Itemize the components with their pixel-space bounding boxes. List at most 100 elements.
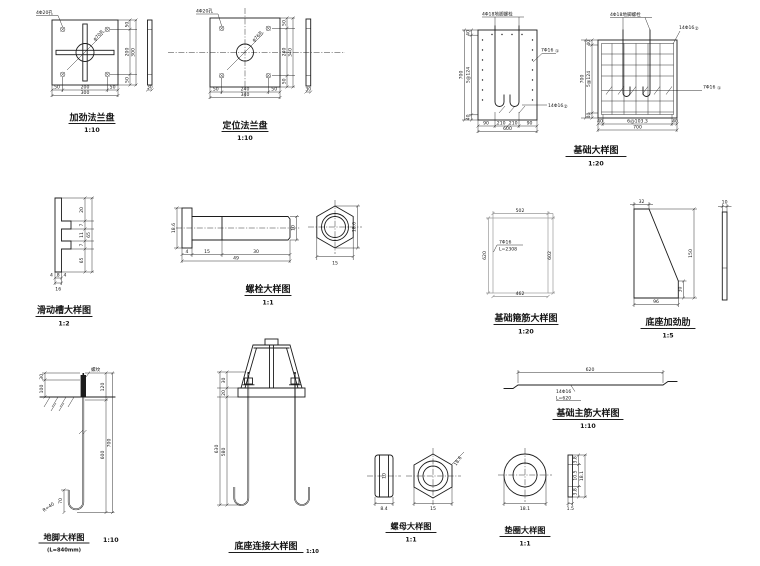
rib-side-view: 10 — [718, 200, 732, 301]
svg-text:5@124: 5@124 — [466, 67, 472, 83]
anchor-bolt-left — [622, 29, 631, 97]
svg-text:18.1: 18.1 — [579, 471, 585, 481]
thread-section — [80, 375, 86, 397]
drawing-bolt-detail: 18.6 4 15 30 49 10 15 18.6 螺栓大样图 1:1 — [171, 200, 362, 307]
anchor-rod-inner — [68, 375, 84, 510]
svg-text:20: 20 — [79, 207, 85, 213]
svg-text:5@124: 5@124 — [586, 71, 592, 87]
stirrup-label-no: ① — [717, 86, 721, 92]
main-bar-label: 14Φ16 — [679, 25, 694, 31]
svg-text:32: 32 — [639, 199, 645, 205]
svg-text:40: 40 — [586, 113, 592, 119]
svg-text:50: 50 — [54, 85, 60, 91]
svg-text:18.1: 18.1 — [520, 506, 530, 512]
main-bar-label-no: ② — [695, 26, 699, 32]
drawing-scale: 1:10 — [580, 423, 596, 430]
bottom-dim: 462 — [491, 291, 550, 299]
height-dim: 150 — [649, 207, 697, 300]
center-hole — [75, 43, 95, 62]
svg-text:15: 15 — [204, 249, 210, 255]
svg-text:210: 210 — [497, 121, 506, 127]
rebar-dots — [481, 33, 534, 101]
overall-height: 65 — [86, 232, 92, 238]
left-dim-chain: 30 100 — [39, 371, 80, 399]
connection-bolt-left-inner — [234, 374, 249, 506]
hook-dim: 70 R=40 — [42, 488, 69, 515]
main-bar-label-no: ② — [564, 104, 568, 110]
svg-text:700: 700 — [107, 439, 113, 448]
hook-radius: R=40 — [42, 501, 56, 513]
leader-line — [482, 16, 524, 26]
drawing-stiffened-flange: 4Φ20孔 φ70孔 50 200 50 300 50 200 50 300 3… — [36, 9, 154, 134]
svg-text:96: 96 — [653, 299, 659, 305]
rebar-cage-outline — [601, 43, 674, 115]
svg-text:600: 600 — [100, 451, 106, 460]
drawing-scale: 1:10 — [84, 127, 100, 134]
cross-rib-vertical — [82, 23, 88, 82]
center-hole-dia: φ76孔 — [250, 29, 265, 44]
diagonal-dim-line — [226, 33, 264, 71]
svg-text:30: 30 — [678, 287, 684, 293]
top-dim: 502 — [491, 208, 553, 218]
svg-text:620: 620 — [482, 251, 488, 260]
channel-profile — [54, 197, 72, 273]
left-dim-chain: 40 5@124 40 700 — [459, 28, 478, 122]
svg-text:40: 40 — [586, 40, 592, 46]
bar-length-label: L=620 — [556, 395, 571, 401]
connection-bolt-right-inner — [294, 374, 310, 506]
drawing-scale: 1:20 — [588, 161, 604, 168]
ground-hatch — [43, 396, 75, 412]
bolt-holes — [60, 26, 110, 77]
drawing-title: 基础箍筋大样图 — [493, 312, 557, 324]
drawing-washer-detail: 18.1 1.5 3.8 10.5 3.8 18.1 垫圈大样图 1:1 — [498, 448, 587, 548]
svg-text:90: 90 — [483, 121, 489, 127]
hole-count-label: 4Φ20孔 — [196, 8, 213, 15]
leader-line — [556, 385, 581, 401]
svg-text:4: 4 — [50, 273, 53, 279]
svg-text:50: 50 — [213, 87, 219, 93]
drawing-title: 基础主筋大样图 — [555, 407, 619, 419]
break-mark — [78, 429, 87, 435]
svg-text:200: 200 — [81, 85, 90, 91]
svg-text:18.6: 18.6 — [171, 223, 177, 233]
drawing-base-stiffener-rib: 32 150 30 96 10 底座加劲肋 1:5 — [630, 199, 732, 340]
foundation-section-outline — [477, 29, 538, 121]
center-hole-dia: φ70孔 — [91, 28, 106, 43]
svg-text:50: 50 — [124, 22, 130, 28]
right-dim-chain: 120 600 700 — [77, 371, 115, 515]
svg-text:40: 40 — [597, 119, 603, 125]
bolt-head-side — [181, 207, 193, 249]
flange-side-view: 30 — [304, 18, 313, 94]
drawing-title: 加劲法兰盘 — [68, 112, 114, 124]
bolt-holes — [219, 25, 271, 79]
svg-text:65: 65 — [79, 258, 85, 264]
drawing-foundation-plan: 4Φ18地脚螺栓 14Φ16 ② 7Φ16 ① 40 5@124 40 700 … — [565, 11, 721, 168]
svg-text:7: 7 — [79, 243, 85, 246]
foundation-plan-outline — [597, 39, 678, 119]
svg-text:30: 30 — [39, 374, 45, 380]
center-hole — [236, 43, 254, 62]
drawing-scale: 1:20 — [518, 329, 534, 336]
drawing-anchor-bolt: 螺纹 30 100 120 600 700 70 R=40 地脚大样图 (L=8… — [38, 366, 119, 554]
drawing-foundation-stirrup: 502 620 602 462 7Φ16 L=2308 基础箍筋大样图 1:20 — [482, 208, 559, 336]
hole-count-label: 4Φ20孔 — [36, 9, 53, 16]
svg-text:340: 340 — [241, 92, 250, 98]
length-dim: 620 — [516, 367, 665, 383]
svg-text:7: 7 — [79, 223, 85, 226]
right-dim-chain: 50 240 50 340 — [272, 16, 295, 89]
drawing-title: 基础大样图 — [572, 144, 618, 156]
drawing-title: 螺母大样图 — [391, 521, 432, 531]
bottom-dim-chain: 50 200 50 300 — [50, 77, 120, 98]
cross-rib-horizontal — [55, 49, 115, 56]
leader-line — [672, 30, 681, 45]
flange-plate-outline — [209, 17, 281, 88]
flange-plate-outline — [51, 19, 119, 86]
bottom-dim-chain: 4 8 4 16 — [50, 272, 67, 293]
nuts-washers — [242, 377, 301, 386]
svg-text:50: 50 — [281, 78, 287, 84]
connection-bolt-right — [294, 372, 310, 506]
drawing-scale: 1:1 — [405, 537, 416, 544]
drawing-scale: 1:5 — [662, 333, 673, 340]
bottom-dim-chain: 4 15 30 49 — [180, 240, 292, 263]
